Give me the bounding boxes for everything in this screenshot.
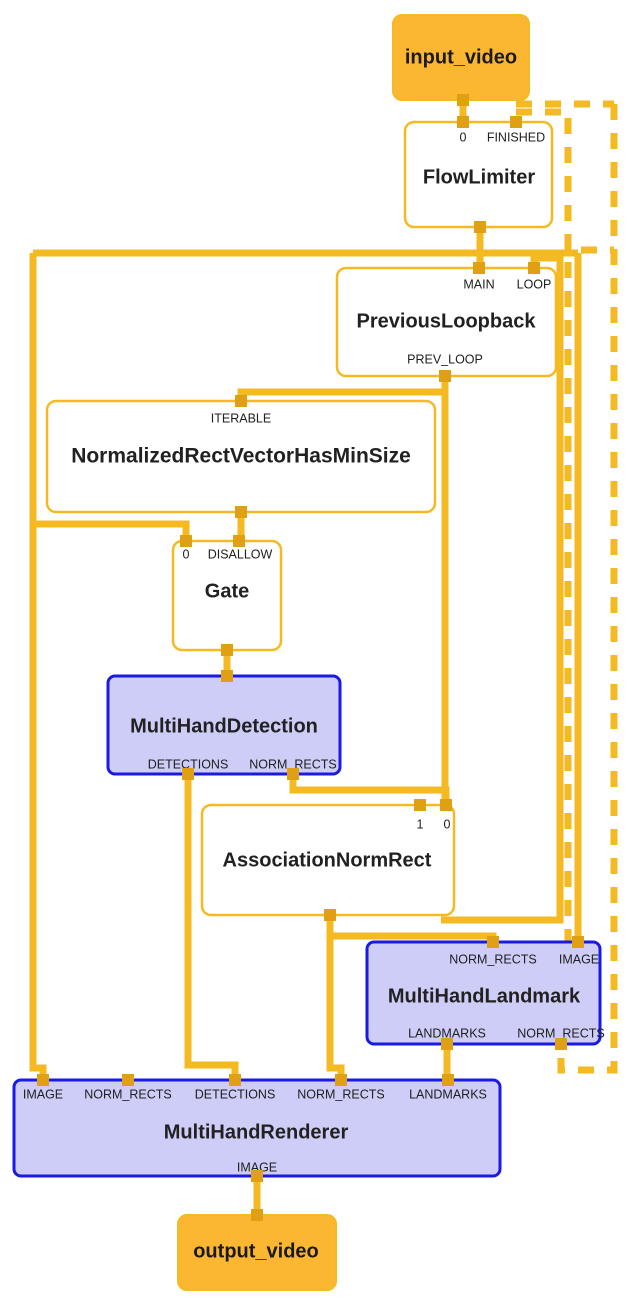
- multihandlandmark-port-image-in-label: IMAGE: [559, 952, 599, 966]
- renderer-port-normrects-1-label: NORM_RECTS: [84, 1087, 172, 1101]
- node-multihanddetection[interactable]: MultiHandDetection DETECTIONS NORM_RECTS: [106, 670, 342, 780]
- output-video-label: output_video: [193, 1240, 319, 1262]
- port-renderer-in-landmarks[interactable]: [442, 1074, 454, 1086]
- multihanddetection-port-normrects-label: NORM_RECTS: [249, 757, 337, 771]
- port-previousloopback-in-main[interactable]: [473, 262, 485, 274]
- flowlimiter-title: FlowLimiter: [423, 166, 535, 188]
- port-association-out[interactable]: [324, 909, 336, 921]
- port-renderer-out-image[interactable]: [251, 1170, 263, 1182]
- port-association-in-0[interactable]: [440, 799, 452, 811]
- port-renderer-in-detections[interactable]: [229, 1074, 241, 1086]
- multihandlandmark-box[interactable]: [365, 940, 602, 1046]
- node-input-video[interactable]: input_video: [392, 14, 530, 106]
- edge-left-trunk: [29, 253, 47, 1086]
- multihandlandmark-title: MultiHandLandmark: [388, 985, 581, 1007]
- previousloopback-port-main-label: MAIN: [463, 277, 494, 291]
- port-output-video-in[interactable]: [251, 1209, 263, 1221]
- edge-association-to-renderer-normrects: [326, 936, 345, 1086]
- port-gate-in-disallow[interactable]: [233, 535, 245, 547]
- port-multihandlandmark-out-normrects[interactable]: [555, 1038, 567, 1050]
- previousloopback-port-prevloop-label: PREV_LOOP: [407, 352, 483, 366]
- edge-finished-back-edge-inner: [516, 108, 614, 254]
- hasminsize-port-iterable-label: ITERABLE: [211, 411, 271, 425]
- renderer-port-landmarks-label: LANDMARKS: [409, 1087, 487, 1101]
- associationnormrect-title: AssociationNormRect: [223, 849, 432, 871]
- association-port-1-label: 1: [417, 817, 424, 831]
- renderer-port-detections-label: DETECTIONS: [195, 1087, 276, 1101]
- multihanddetection-title: MultiHandDetection: [130, 715, 318, 737]
- port-flowlimiter-out[interactable]: [474, 221, 486, 233]
- node-multihandlandmark[interactable]: NORM_RECTS IMAGE MultiHandLandmark LANDM…: [365, 936, 605, 1050]
- previousloopback-port-loop-label: LOOP: [517, 277, 552, 291]
- node-gate[interactable]: 0 DISALLOW Gate: [171, 535, 283, 656]
- port-gate-out[interactable]: [221, 644, 233, 656]
- port-multihandlandmark-in-normrects[interactable]: [487, 936, 499, 948]
- flowlimiter-port-0-label: 0: [460, 130, 467, 144]
- port-multihandlandmark-in-image[interactable]: [572, 936, 584, 948]
- port-hasminsize-in-iterable[interactable]: [235, 395, 247, 407]
- port-gate-in-0[interactable]: [180, 535, 192, 547]
- node-associationnormrect[interactable]: 1 0 AssociationNormRect: [200, 799, 456, 921]
- input-video-label: input_video: [405, 46, 517, 68]
- port-renderer-in-normrects-2[interactable]: [335, 1074, 347, 1086]
- port-renderer-in-image[interactable]: [37, 1074, 49, 1086]
- port-hasminsize-out[interactable]: [235, 506, 247, 518]
- node-multihandrenderer[interactable]: IMAGE NORM_RECTS DETECTIONS NORM_RECTS L…: [12, 1074, 502, 1182]
- previousloopback-title: PreviousLoopback: [357, 310, 537, 332]
- association-port-0-label: 0: [444, 817, 451, 831]
- node-output-video[interactable]: output_video: [177, 1209, 337, 1291]
- port-multihanddetection-in[interactable]: [221, 670, 233, 682]
- port-flowlimiter-in-finished[interactable]: [510, 116, 522, 128]
- node-previousloopback[interactable]: MAIN LOOP PreviousLoopback PREV_LOOP: [335, 262, 558, 382]
- edge-finished-back-edge-outer: [557, 104, 618, 1074]
- gate-title: Gate: [205, 580, 249, 602]
- edge-layer-dashed: [516, 100, 618, 1074]
- gate-port-0-label: 0: [183, 547, 190, 561]
- port-association-in-1[interactable]: [414, 799, 426, 811]
- node-normalizedrectvectorhasminsize[interactable]: ITERABLE NormalizedRectVectorHasMinSize: [45, 395, 437, 518]
- multihandrenderer-title: MultiHandRenderer: [164, 1121, 349, 1143]
- hasminsize-title: NormalizedRectVectorHasMinSize: [71, 445, 411, 468]
- port-multihanddetection-out-normrects[interactable]: [287, 768, 299, 780]
- port-flowlimiter-in-0[interactable]: [457, 116, 469, 128]
- renderer-port-image-out-label: IMAGE: [237, 1160, 277, 1174]
- node-flowlimiter[interactable]: 0 FINISHED FlowLimiter: [403, 116, 554, 233]
- port-multihanddetection-out-detections[interactable]: [182, 768, 194, 780]
- renderer-port-normrects-2-label: NORM_RECTS: [297, 1087, 385, 1101]
- multihandlandmark-port-normrects-out-label: NORM_RECTS: [517, 1026, 605, 1040]
- port-renderer-in-normrects-1[interactable]: [122, 1074, 134, 1086]
- multihanddetection-port-detections-label: DETECTIONS: [148, 757, 229, 771]
- renderer-port-image-label: IMAGE: [23, 1087, 63, 1101]
- multihandlandmark-port-normrects-in-label: NORM_RECTS: [449, 952, 537, 966]
- port-previousloopback-in-loop[interactable]: [528, 262, 540, 274]
- port-multihandlandmark-out-landmarks[interactable]: [441, 1038, 453, 1050]
- gate-port-disallow-label: DISALLOW: [208, 547, 273, 561]
- port-input-video-out[interactable]: [457, 94, 469, 106]
- port-previousloopback-out-prevloop[interactable]: [439, 370, 451, 382]
- multihandlandmark-port-landmarks-label: LANDMARKS: [408, 1026, 486, 1040]
- flowlimiter-port-finished-label: FINISHED: [487, 130, 545, 144]
- edge-left-trunk-to-gate-0: [33, 520, 190, 547]
